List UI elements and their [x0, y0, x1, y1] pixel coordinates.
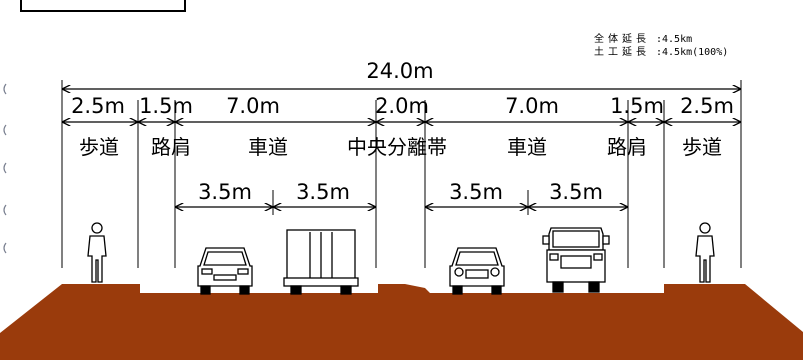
embankment: [0, 284, 803, 360]
total-length-label: 全体延長: [594, 34, 650, 45]
edge-marks: [3, 83, 7, 254]
shoulder-left-label: 路肩: [151, 135, 191, 159]
sidewalk-right-width: 2.5m: [680, 94, 734, 118]
earthwork-length-row: 土工延長 :4.5km(100%): [594, 46, 728, 59]
shoulder-right-label: 路肩: [607, 135, 647, 159]
shoulder-left-width: 1.5m: [139, 94, 193, 118]
truck-icon: [283, 229, 359, 295]
sidewalk-left-width: 2.5m: [71, 94, 125, 118]
lane-3-width: 3.5m: [449, 180, 503, 204]
carriageway-left-label: 車道: [248, 135, 288, 159]
lane-2-width: 3.5m: [296, 180, 350, 204]
sidewalk-left-label: 歩道: [79, 135, 119, 159]
carriageway-right-label: 車道: [507, 135, 547, 159]
earthwork-length-label: 土工延長: [594, 47, 650, 58]
car-icon: [197, 247, 253, 295]
earthwork-length-value: :4.5km(100%): [656, 47, 729, 58]
carriageway-right-width: 7.0m: [505, 94, 559, 118]
pedestrian-icon: [87, 222, 107, 283]
title-frame: [20, 0, 186, 12]
shoulder-right-width: 1.5m: [610, 94, 664, 118]
length-summary: 全体延長 :4.5km 土工延長 :4.5km(100%): [594, 33, 728, 59]
pedestrian-icon: [695, 222, 715, 283]
median-label: 中央分離帯: [347, 135, 447, 159]
total-length-row: 全体延長 :4.5km: [594, 33, 728, 46]
carriageway-left-width: 7.0m: [226, 94, 280, 118]
total-length-value: :4.5km: [656, 34, 693, 45]
sidewalk-right-label: 歩道: [682, 135, 722, 159]
truck-icon: [542, 227, 610, 293]
median-width: 2.0m: [375, 94, 429, 118]
car-icon: [449, 247, 505, 295]
lane-4-width: 3.5m: [549, 180, 603, 204]
total-width-label: 24.0m: [366, 59, 433, 83]
lane-1-width: 3.5m: [198, 180, 252, 204]
